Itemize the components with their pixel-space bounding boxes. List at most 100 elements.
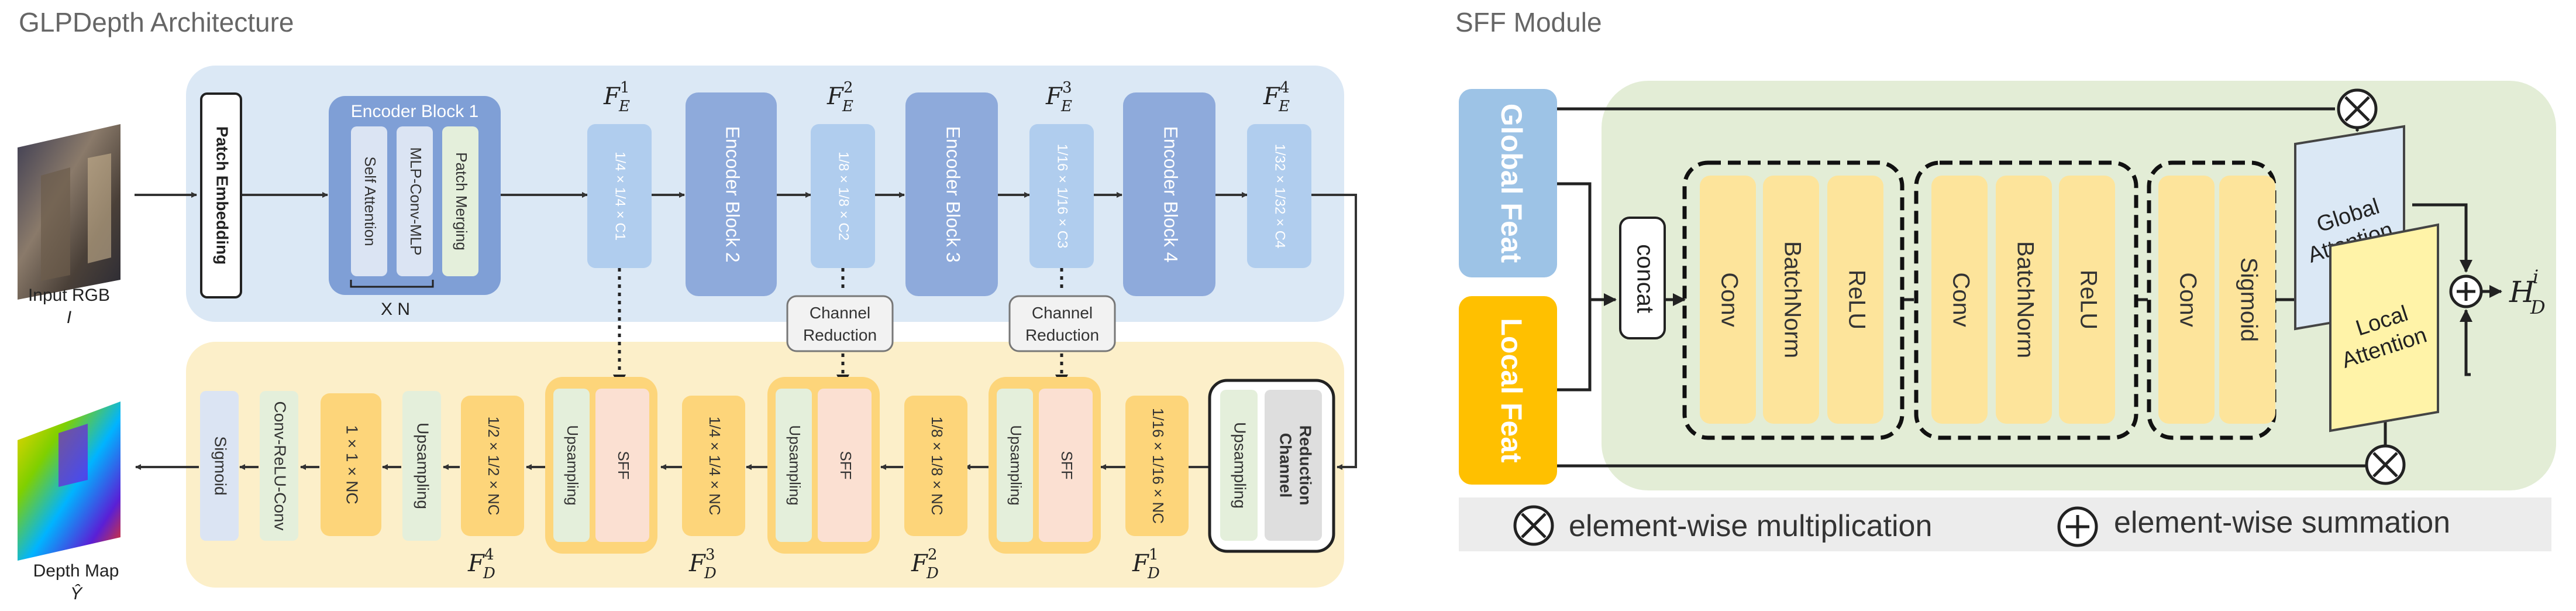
decoder-feature-box-4 [461, 396, 524, 536]
channel-reduction-box-1 [786, 295, 894, 352]
decoder-sff-box-1 [1039, 389, 1093, 542]
decoder-feature-label-3-sup: 3 [705, 546, 715, 564]
channel-reduction-2-line1: Channel [1032, 304, 1093, 322]
sff-group1-layer-2-label: BatchNorm [1779, 241, 1805, 358]
sff-group1-layer-1-box [1700, 176, 1756, 424]
decoder-feature-shape-2: 1/8 × 1/8 × NC [928, 416, 946, 515]
sigmoid-box-decoder [200, 391, 239, 541]
decoder-feature-label-1-sub: D [1147, 565, 1160, 582]
decoder-feature-label-1-letter: F [1132, 550, 1149, 577]
decoder-feature-box-1 [1125, 396, 1189, 536]
encoder-block-4: Encoder Block 4 [1123, 92, 1215, 296]
patch-embedding-box [200, 92, 242, 298]
mlp-conv-mlp-label: MLP-Conv-MLP [407, 147, 425, 256]
channel-reduction-1-line1: Channel [810, 304, 870, 322]
sum-node [2449, 274, 2483, 308]
decoder-feature-box-2 [904, 396, 967, 536]
encoder-feature-box-3 [1029, 124, 1094, 268]
patch-merging-box [442, 126, 478, 276]
decoder-feature-label-3: FD3 [688, 546, 717, 582]
upsampling-box-final [402, 391, 441, 541]
upsampling-box-cr [1220, 390, 1258, 541]
mlp-conv-mlp-box [397, 126, 433, 276]
arrow-fe4-to-decoder [1311, 194, 1357, 470]
final-feature-box [321, 393, 381, 536]
sff-group1-layer-3-box [1827, 176, 1883, 424]
sff-group3-layer-1-label: Conv [2175, 272, 2200, 327]
encoder-feature-shape-4: 1/32 × 1/32 × C4 [1272, 144, 1288, 249]
encoder-feature-shape-2: 1/8 × 1/8 × C2 [836, 152, 852, 241]
channel-reduction-main-line2: Reduction [1297, 425, 1315, 506]
encoder-feature-label-1-sub: E [618, 98, 630, 115]
arrow-global-to-concat [1557, 182, 1617, 306]
sff-group2-layer-1-label: Conv [1948, 272, 1974, 327]
sff-group2-layer-3-box [2059, 176, 2115, 424]
repeat-bracket [350, 280, 434, 288]
encoder-block-3: Encoder Block 3 [905, 92, 998, 296]
upsampling-label-final: Upsampling [414, 423, 432, 509]
input-symbol: I [67, 308, 71, 327]
encoder-feature-label-4-letter: F [1263, 83, 1280, 110]
local-feat-label: Local Feat [1495, 318, 1528, 463]
sff-group2-layer-2-label: BatchNorm [2012, 241, 2038, 358]
decoder-upsampling-box-1 [997, 389, 1033, 542]
sff-group2-layer-3-label: ReLU [2075, 270, 2101, 329]
conv-relu-conv-label: Conv-ReLU-Conv [271, 401, 290, 531]
depth-map-image [18, 401, 120, 561]
channel-reduction-box-2 [1008, 295, 1116, 352]
self-attention-box [351, 126, 387, 276]
decoder-upsampling-label-2: Upsampling [786, 425, 804, 505]
sff-group3-layer-2-box [2219, 176, 2275, 424]
encoder-feature-label-4-sub: E [1278, 98, 1290, 115]
legend-bar [1459, 497, 2551, 551]
output-label: Depth Map [33, 561, 119, 581]
encoder-feature-box-1 [587, 124, 652, 268]
encoder-feature-label-2-sup: 2 [843, 79, 853, 97]
legend-multiply-icon [1513, 505, 1554, 546]
channel-reduction-box-main [1265, 390, 1322, 541]
decoder-sff-label-3: SFF [615, 451, 632, 479]
encoder-block-2-label: Encoder Block 2 [722, 126, 743, 262]
multiply-node-global [2337, 88, 2378, 129]
multiply-node-local [2365, 444, 2406, 485]
encoder-block-1-title: Encoder Block 1 [351, 102, 478, 121]
legend-multiply-label: element-wise multiplication [1569, 509, 1932, 543]
decoder-sff-label-1: SFF [1058, 451, 1076, 479]
channel-reduction-main-line1: Channel [1277, 433, 1295, 497]
sigmoid-label-decoder: Sigmoid [212, 436, 230, 495]
sff-group3-layer-1-box [2158, 176, 2215, 424]
arrow-local-to-concat [1557, 300, 1592, 392]
sff-output-sup: i [2533, 266, 2539, 288]
conv-group-2 [1914, 160, 2138, 440]
encoder-feature-label-2-letter: F [826, 83, 844, 110]
encoder-feature-shape-1: 1/4 × 1/4 × C1 [612, 152, 628, 241]
concat-label: concat [1632, 244, 1658, 313]
encoder-block-4-label: Encoder Block 4 [1160, 126, 1182, 262]
encoder-feature-label-3-letter: F [1045, 83, 1063, 110]
patch-merging-label: Patch Merging [453, 152, 470, 250]
local-attention-panel: Local Attention [2329, 223, 2439, 432]
legend-sum-icon [2057, 506, 2098, 547]
right-title: SFF Module [1455, 7, 1602, 37]
encoder-feature-label-2-sub: E [842, 98, 853, 115]
decoder-sff-box-3 [595, 389, 649, 542]
decoder-feature-label-1-sup: 1 [1149, 546, 1159, 564]
sff-output-label: H [2509, 275, 2536, 309]
decoder-feature-label-4-sub: D [483, 565, 495, 582]
encoder-feature-label-1-sup: 1 [620, 79, 630, 97]
decoder-feature-label-2-sub: D [926, 565, 939, 582]
encoder-feature-box-4 [1247, 124, 1311, 268]
encoder-feature-label-2: FE2 [826, 79, 853, 115]
encoder-block-3-label: Encoder Block 3 [943, 126, 964, 262]
decoder-feature-label-4-sup: 4 [484, 546, 494, 564]
legend-sum-label: element-wise summation [2114, 506, 2450, 540]
encoder-feature-label-4: FE4 [1263, 79, 1290, 115]
decoder-feature-label-1: FD1 [1132, 546, 1160, 582]
encoder-feature-box-2 [811, 124, 875, 268]
output-symbol: Ŷ [70, 584, 83, 603]
input-label: Input RGB [28, 286, 110, 305]
conv-relu-conv-box [260, 391, 298, 541]
decoder-sff-box-2 [818, 389, 872, 542]
decoder-feature-shape-3: 1/4 × 1/4 × NC [706, 416, 724, 515]
left-title: GLPDepth Architecture [19, 7, 294, 37]
